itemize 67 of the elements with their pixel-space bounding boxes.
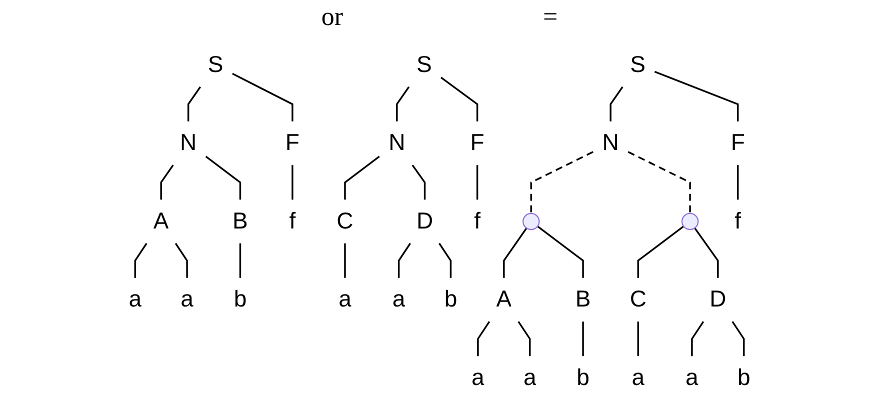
connector <box>637 322 639 356</box>
node-text: D <box>416 208 434 234</box>
node-text: b <box>444 287 458 312</box>
node-text: a <box>523 365 536 391</box>
connector <box>398 242 411 278</box>
connector <box>530 151 594 214</box>
connector <box>537 226 584 278</box>
node-text: a <box>632 365 645 391</box>
connector <box>637 226 684 278</box>
connector <box>736 165 739 200</box>
node-text: C <box>630 287 646 312</box>
node-text: N <box>602 130 619 156</box>
node-text: a <box>472 365 484 391</box>
connector <box>134 242 148 278</box>
connector <box>610 86 624 122</box>
connector <box>477 321 490 356</box>
node-text: a <box>338 287 352 312</box>
connector <box>732 321 745 356</box>
operator-label: or <box>321 2 343 32</box>
node-text: B <box>232 208 248 234</box>
operator-label: = <box>543 2 558 32</box>
node-text: a <box>128 287 142 312</box>
node-text: A <box>496 287 512 312</box>
node-text: b <box>234 287 247 312</box>
node-text: C <box>336 208 354 234</box>
connector <box>174 242 188 278</box>
connector <box>344 156 380 200</box>
connector <box>344 243 346 278</box>
node-text: S <box>630 52 646 78</box>
connector <box>292 165 294 200</box>
connector <box>694 228 719 278</box>
connector <box>628 151 691 214</box>
node-text: b <box>576 365 590 391</box>
connector <box>232 72 294 122</box>
node-text: S <box>208 52 224 78</box>
node-text: f <box>289 208 296 234</box>
node-text: B <box>575 287 591 312</box>
node-text: a <box>686 365 698 391</box>
connector <box>476 165 478 200</box>
node-text: F <box>470 130 484 156</box>
connector <box>518 321 531 356</box>
node-text: F <box>285 130 300 156</box>
connector <box>187 86 202 122</box>
connector <box>691 321 704 356</box>
node-text: f <box>734 208 742 234</box>
node-point <box>681 212 699 230</box>
node-text: b <box>737 365 750 391</box>
node-text: f <box>474 208 481 234</box>
node-text: D <box>710 287 726 312</box>
node-text: N <box>180 130 197 156</box>
node-text: F <box>730 130 745 156</box>
connector <box>582 322 584 356</box>
node-text: a <box>392 287 406 312</box>
connector <box>503 228 528 278</box>
connector <box>205 156 242 200</box>
connector <box>239 243 242 278</box>
node-text: A <box>153 208 169 234</box>
node-text: N <box>388 130 406 156</box>
connector <box>440 76 478 122</box>
node-point <box>522 212 540 230</box>
connector <box>412 164 426 200</box>
node-text: S <box>416 52 432 78</box>
connector <box>160 164 174 200</box>
connector <box>438 242 452 278</box>
connector <box>396 86 410 122</box>
connector <box>654 70 739 122</box>
node-text: a <box>180 287 194 312</box>
